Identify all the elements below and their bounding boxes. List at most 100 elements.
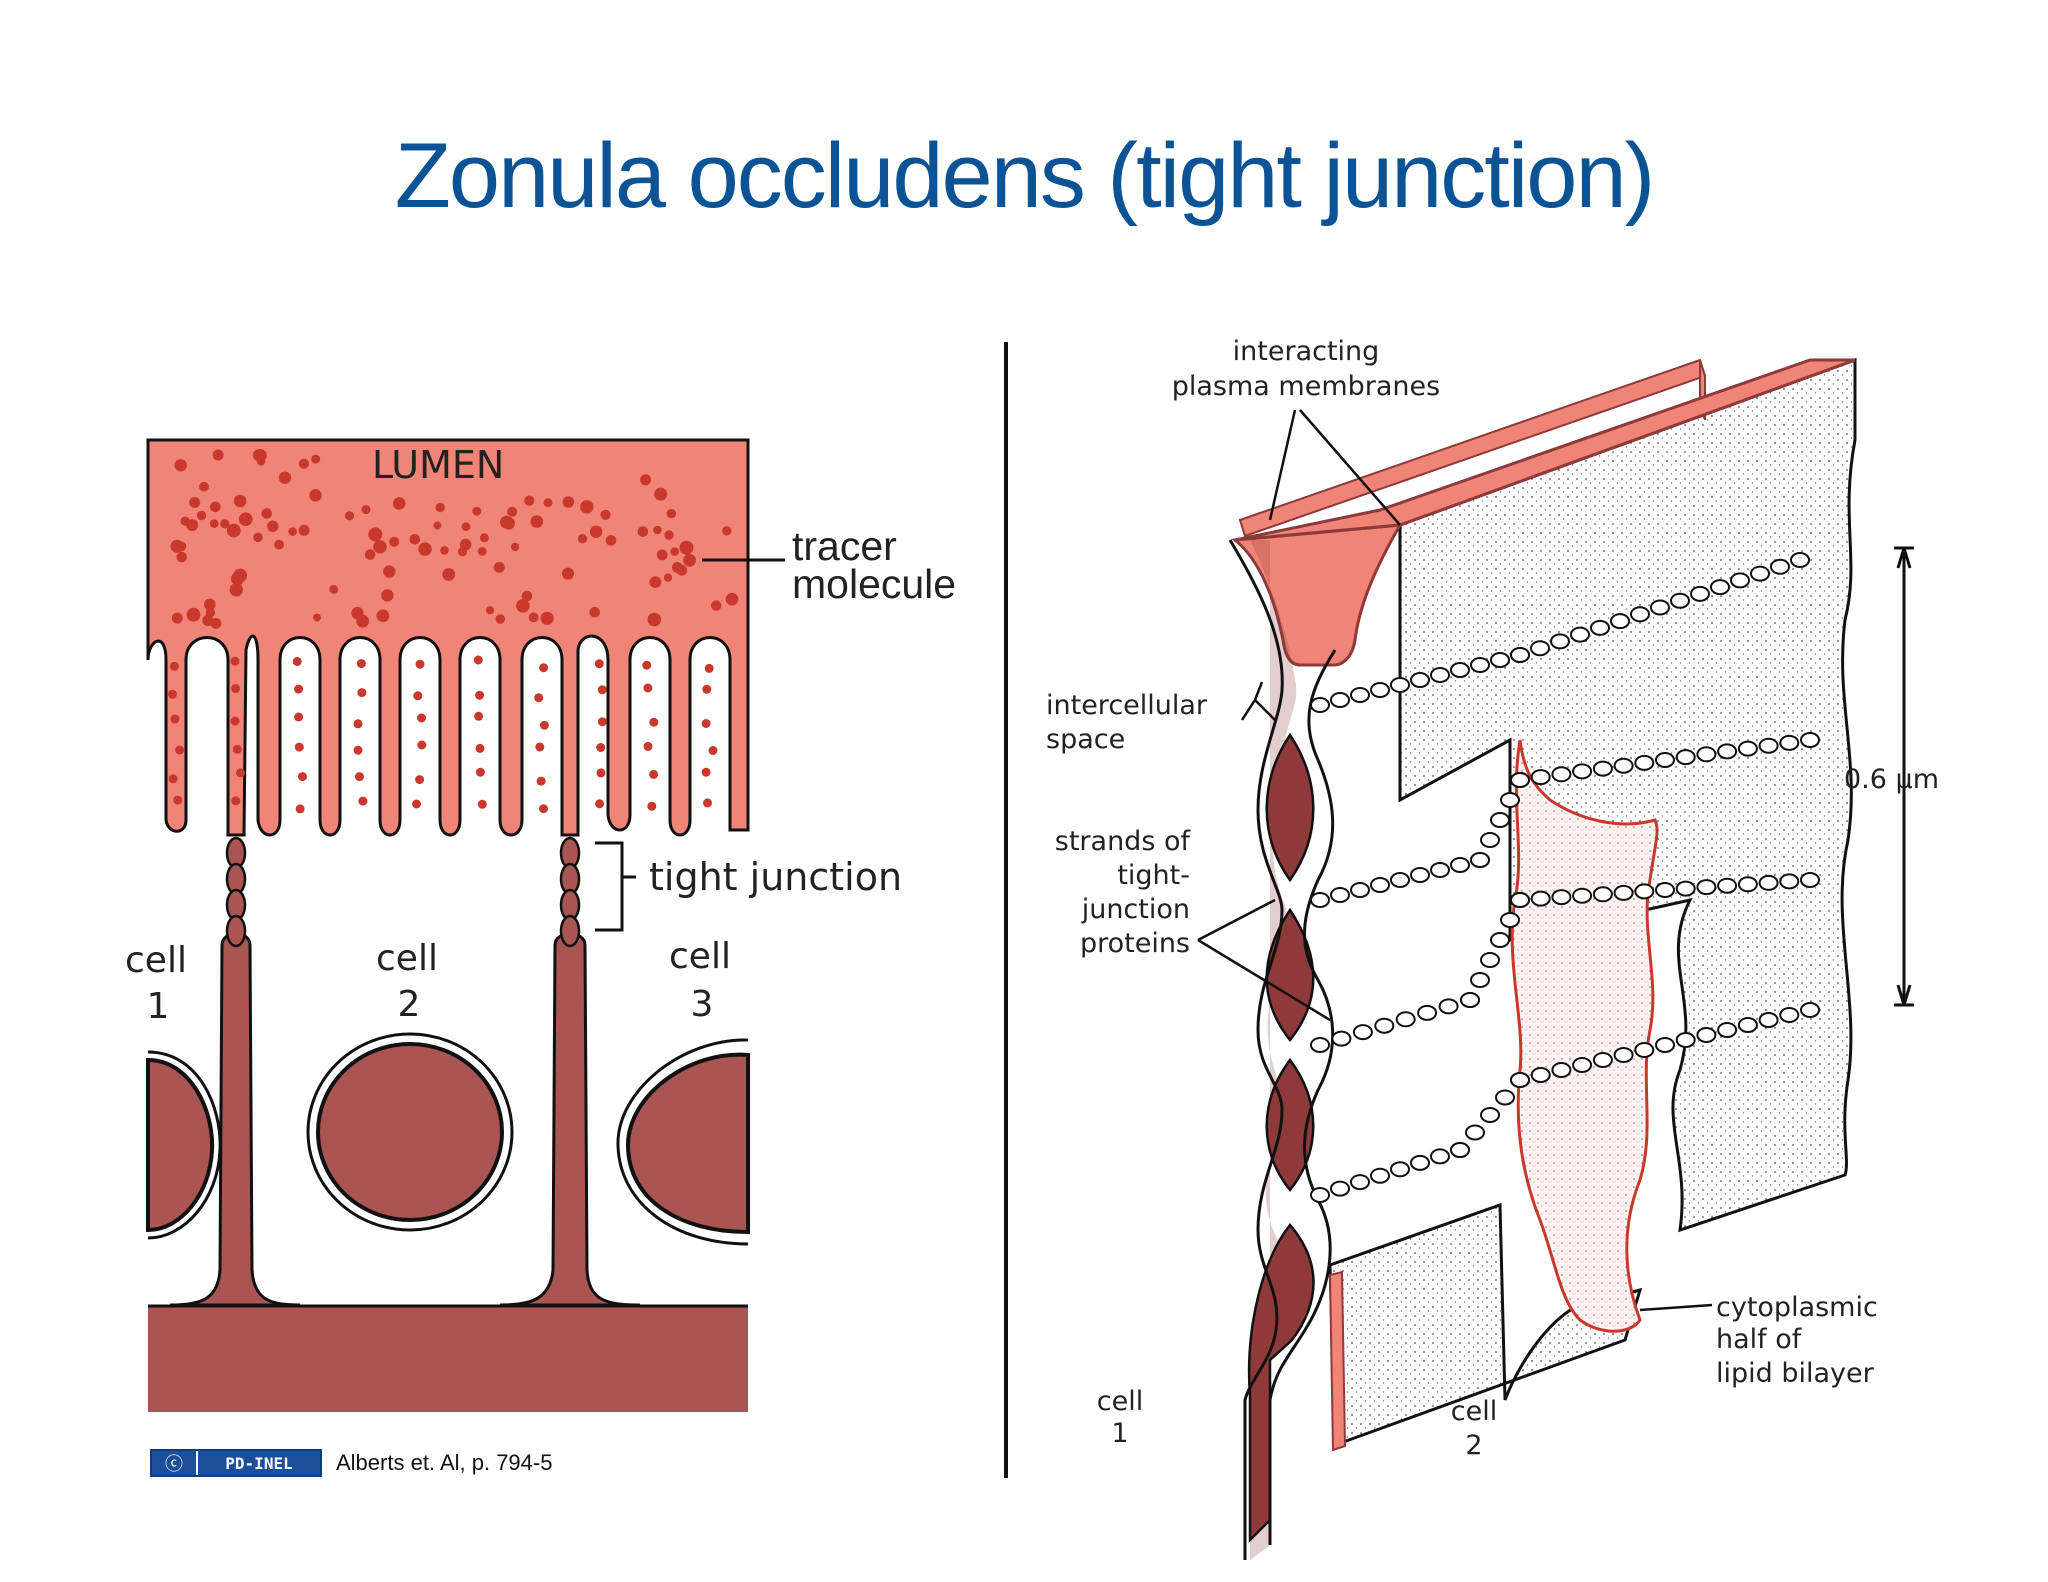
- tracer-dot: [589, 606, 600, 618]
- tight-junction-bracket: [595, 841, 636, 932]
- tracer-dot: [313, 613, 321, 622]
- protein-bead: [1737, 740, 1758, 757]
- protein-bead: [1495, 1089, 1515, 1106]
- protein-bead: [1370, 682, 1390, 698]
- cell-2-label-word: cell: [376, 938, 438, 979]
- tracer-dot: [220, 519, 230, 529]
- tracer-dot: [226, 523, 241, 538]
- left-panel-illustration: [146, 438, 785, 1412]
- tracer-dot: [292, 657, 302, 666]
- basal-cell-body: [148, 1305, 748, 1412]
- protein-bead: [1530, 640, 1550, 657]
- tracer-dot: [653, 525, 662, 535]
- protein-bead: [1390, 872, 1410, 888]
- protein-bead: [1634, 754, 1655, 771]
- protein-bead: [1490, 652, 1510, 668]
- tracer-dot: [461, 522, 471, 532]
- protein-bead: [1634, 1042, 1655, 1058]
- tracer-dot: [500, 515, 513, 529]
- cell-3-nucleus: [625, 1052, 750, 1235]
- right-cell-2-label-word: cell: [1451, 1396, 1497, 1427]
- tracer-dot: [298, 458, 309, 469]
- tracer-dot: [233, 568, 248, 583]
- tracer-dot: [381, 589, 394, 602]
- tracer-dot: [389, 536, 400, 547]
- protein-bead: [1374, 1017, 1395, 1034]
- tracer-dot: [640, 474, 652, 486]
- tracer-dot: [562, 567, 574, 580]
- protein-bead: [1572, 763, 1593, 780]
- protein-bead: [1670, 592, 1690, 609]
- license-badge-text: PD-INEL: [198, 1451, 320, 1475]
- protein-bead: [1480, 832, 1500, 848]
- protein-bead: [1510, 1072, 1530, 1088]
- tracer-dot: [409, 534, 421, 545]
- tracer-dot: [725, 592, 739, 606]
- protein-bead: [1655, 1037, 1675, 1053]
- protein-bead: [1551, 766, 1572, 783]
- tracer-dot: [594, 659, 604, 669]
- cell-2-label-num: 2: [398, 984, 421, 1025]
- tracer-dot: [212, 449, 224, 461]
- interacting-pointer-lines: [1268, 409, 1401, 526]
- tracer-dot: [535, 742, 545, 752]
- tracer-dot: [376, 609, 390, 623]
- tracer-dot: [168, 774, 178, 784]
- protein-bead: [1696, 879, 1717, 896]
- protein-bead: [1758, 874, 1779, 891]
- protein-bead: [1570, 626, 1590, 643]
- protein-bead: [1310, 892, 1330, 908]
- protein-bead: [1350, 1174, 1370, 1191]
- protein-bead: [1590, 619, 1610, 636]
- tracer-dot: [457, 547, 468, 557]
- protein-bead: [1779, 734, 1800, 751]
- tracer-dot: [329, 585, 339, 594]
- tracer-dot: [577, 534, 588, 544]
- tracer-dot: [238, 512, 253, 526]
- tracer-dot: [521, 590, 533, 602]
- tracer-dot: [418, 542, 432, 556]
- slide-title: Zonula occludens (tight junction): [394, 125, 1656, 227]
- tracer-dot: [196, 510, 207, 521]
- tracer-dot: [530, 515, 544, 528]
- protein-bead: [1410, 672, 1430, 688]
- tight-junction-label: tight junction: [649, 855, 902, 899]
- protein-bead: [1438, 998, 1459, 1015]
- protein-bead: [1592, 760, 1613, 777]
- tracer-dot: [663, 573, 673, 582]
- tracer-dot: [507, 506, 518, 517]
- protein-bead: [1310, 697, 1330, 713]
- tracer-dot: [596, 768, 606, 778]
- protein-bead: [1634, 883, 1655, 900]
- cytoplasmic-pointer-line: [1639, 1303, 1713, 1312]
- tracer-label-line1: tracer: [792, 523, 897, 569]
- tracer-dot: [711, 600, 722, 611]
- tracer-dot: [176, 551, 188, 563]
- protein-bead: [1779, 873, 1800, 890]
- tracer-dot: [298, 772, 307, 782]
- tracer-dot: [589, 525, 603, 538]
- tracer-dot: [368, 527, 383, 542]
- tracer-dot: [230, 656, 240, 666]
- tracer-dot: [643, 683, 653, 693]
- protein-bead: [1696, 746, 1717, 763]
- tracer-dot: [485, 606, 495, 615]
- protein-bead: [1592, 1052, 1613, 1068]
- protein-bead: [1310, 1037, 1330, 1053]
- tracer-dot: [176, 541, 187, 552]
- tracer-dot: [361, 505, 371, 515]
- tracer-dot: [654, 487, 668, 501]
- intercellular-label-line1: intercellular: [1046, 690, 1208, 721]
- tracer-dot: [229, 583, 243, 597]
- cell-1-nucleus: [146, 1057, 215, 1233]
- protein-bead: [1430, 1148, 1450, 1165]
- tracer-dot: [186, 607, 201, 622]
- tight-junction-strands: [1310, 552, 1820, 1203]
- junction-pouches: [1247, 732, 1315, 1544]
- tracer-dot: [364, 549, 376, 560]
- tracer-dot: [232, 744, 242, 754]
- tracer-dot: [180, 516, 190, 526]
- tracer-dot: [353, 745, 363, 755]
- tracer-dot: [649, 717, 659, 727]
